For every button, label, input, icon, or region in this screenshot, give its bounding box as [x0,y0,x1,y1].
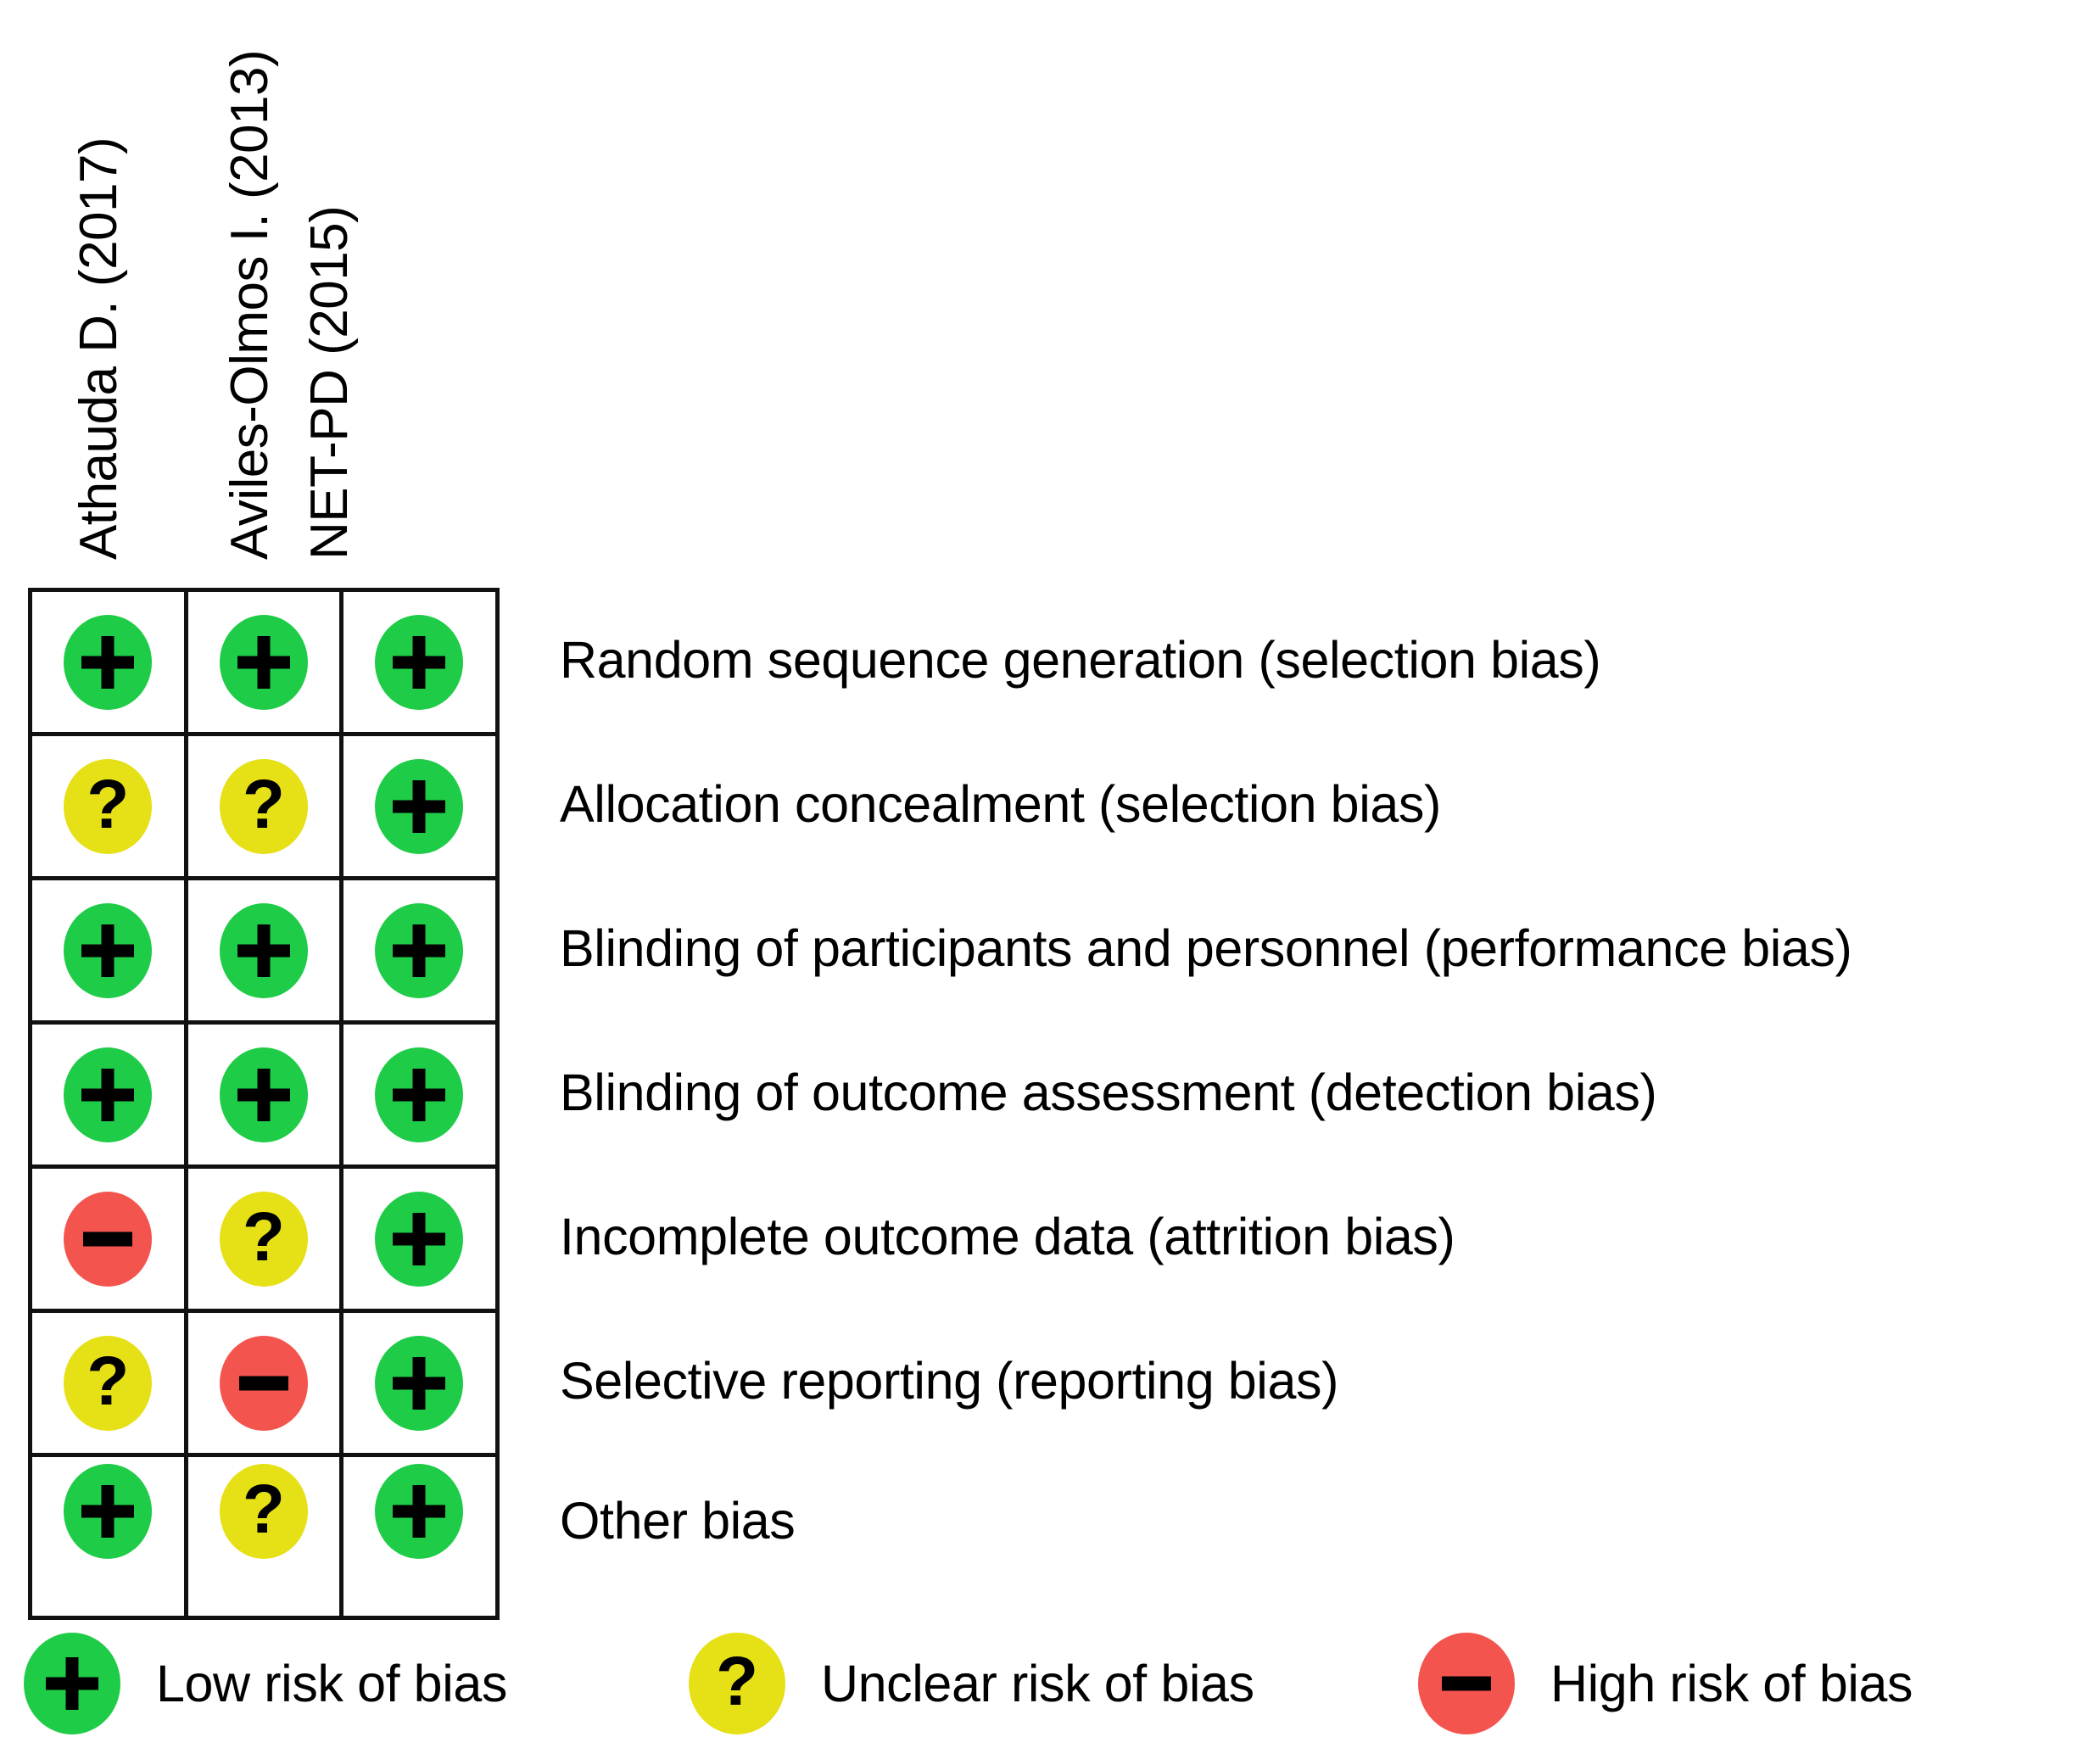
unclear-risk-question-icon: ? [219,1191,308,1287]
legend-item-high: High risk of bias [1418,1628,1913,1739]
risk-cell-r6-c3[interactable] [343,1313,500,1457]
bias-domain-label-6: Selective reporting (reporting bias) [560,1351,1338,1410]
risk-cell-r7-c1[interactable] [32,1457,188,1620]
risk-cell-r3-c2[interactable] [187,880,344,1025]
risk-cell-r1-c1[interactable] [32,592,188,736]
risk-cell-r6-c1[interactable]: ? [32,1313,188,1457]
table-row [32,592,500,736]
risk-of-bias-matrix: ????? [28,588,500,1620]
legend: Low risk of bias? Unclear risk of bias Hig… [0,1628,2100,1748]
risk-cell-r4-c2[interactable] [187,1025,344,1169]
high-risk-minus-icon [1418,1633,1515,1734]
low-risk-plus-icon [219,1047,308,1142]
risk-cell-r7-c3[interactable] [343,1457,500,1620]
question-mark-glyph: ? [87,1342,130,1420]
low-risk-plus-icon [375,614,464,710]
risk-cell-r7-c2[interactable]: ? [187,1457,344,1620]
legend-item-unclear: ? Unclear risk of bias [689,1628,1254,1739]
unclear-risk-question-icon: ? [64,758,153,854]
high-risk-minus-icon [219,1335,308,1431]
risk-cell-r2-c2[interactable]: ? [187,736,344,880]
risk-cell-r3-c3[interactable] [343,880,500,1025]
table-row [32,1025,500,1169]
low-risk-plus-icon [375,1047,464,1142]
risk-cell-r2-c1[interactable]: ? [32,736,188,880]
question-mark-glyph: ? [242,1471,285,1548]
table-row: ?? [32,736,500,880]
table-row: ? [32,1313,500,1457]
bias-domain-label-1: Random sequence generation (selection bi… [560,630,1601,689]
question-mark-glyph: ? [242,1198,285,1276]
question-mark-glyph: ? [242,765,285,843]
risk-cell-r5-c1[interactable] [32,1169,188,1313]
table-row: ? [32,1169,500,1313]
bias-domain-label-list: Random sequence generation (selection bi… [560,588,1852,1656]
risk-cell-r1-c3[interactable] [343,592,500,736]
low-risk-plus-icon [64,1047,153,1142]
low-risk-plus-icon [64,902,153,998]
unclear-risk-question-icon: ? [689,1633,785,1734]
legend-label-unclear: Unclear risk of bias [821,1654,1254,1712]
low-risk-plus-icon [64,614,153,710]
risk-cell-r6-c2[interactable] [187,1313,344,1457]
risk-cell-r4-c3[interactable] [343,1025,500,1169]
low-risk-plus-icon [375,1335,464,1431]
bias-domain-label-7: Other bias [560,1492,796,1550]
column-header-aviles-olmos: Aviles-Olmos I. (2013) [221,49,279,560]
low-risk-plus-icon [375,758,464,854]
high-risk-minus-icon [64,1191,153,1287]
bias-domain-label-3: Blinding of participants and personnel (… [560,919,1852,977]
risk-cell-r2-c3[interactable] [343,736,500,880]
bias-domain-label-2: Allocation concealment (selection bias) [560,774,1441,833]
low-risk-plus-icon [375,1464,464,1559]
risk-cell-r1-c2[interactable] [187,592,344,736]
legend-label-high: High risk of bias [1550,1654,1913,1712]
risk-cell-r5-c3[interactable] [343,1169,500,1313]
table-row [32,880,500,1025]
legend-label-low: Low risk of bias [156,1654,507,1712]
unclear-risk-question-icon: ? [64,1335,153,1431]
low-risk-plus-icon [24,1633,120,1734]
low-risk-plus-icon [375,902,464,998]
risk-cell-r4-c1[interactable] [32,1025,188,1169]
column-header-group: Athauda D. (2017) Aviles-Olmos I. (2013)… [0,0,526,560]
column-header-netpd: NET-PD (2015) [300,205,359,560]
risk-cell-r5-c2[interactable]: ? [187,1169,344,1313]
bias-domain-label-4: Blinding of outcome assessment (detectio… [560,1063,1657,1121]
unclear-risk-question-icon: ? [219,758,308,854]
legend-item-low: Low risk of bias [24,1628,507,1739]
risk-cell-r3-c1[interactable] [32,880,188,1025]
low-risk-plus-icon [219,902,308,998]
table-row: ? [32,1457,500,1620]
low-risk-plus-icon [64,1464,153,1559]
low-risk-plus-icon [219,614,308,710]
question-mark-glyph: ? [715,1643,759,1720]
column-header-athauda: Athauda D. (2017) [70,137,128,560]
low-risk-plus-icon [375,1191,464,1287]
unclear-risk-question-icon: ? [219,1464,308,1559]
question-mark-glyph: ? [87,765,130,843]
bias-domain-label-5: Incomplete outcome data (attrition bias) [560,1207,1455,1265]
